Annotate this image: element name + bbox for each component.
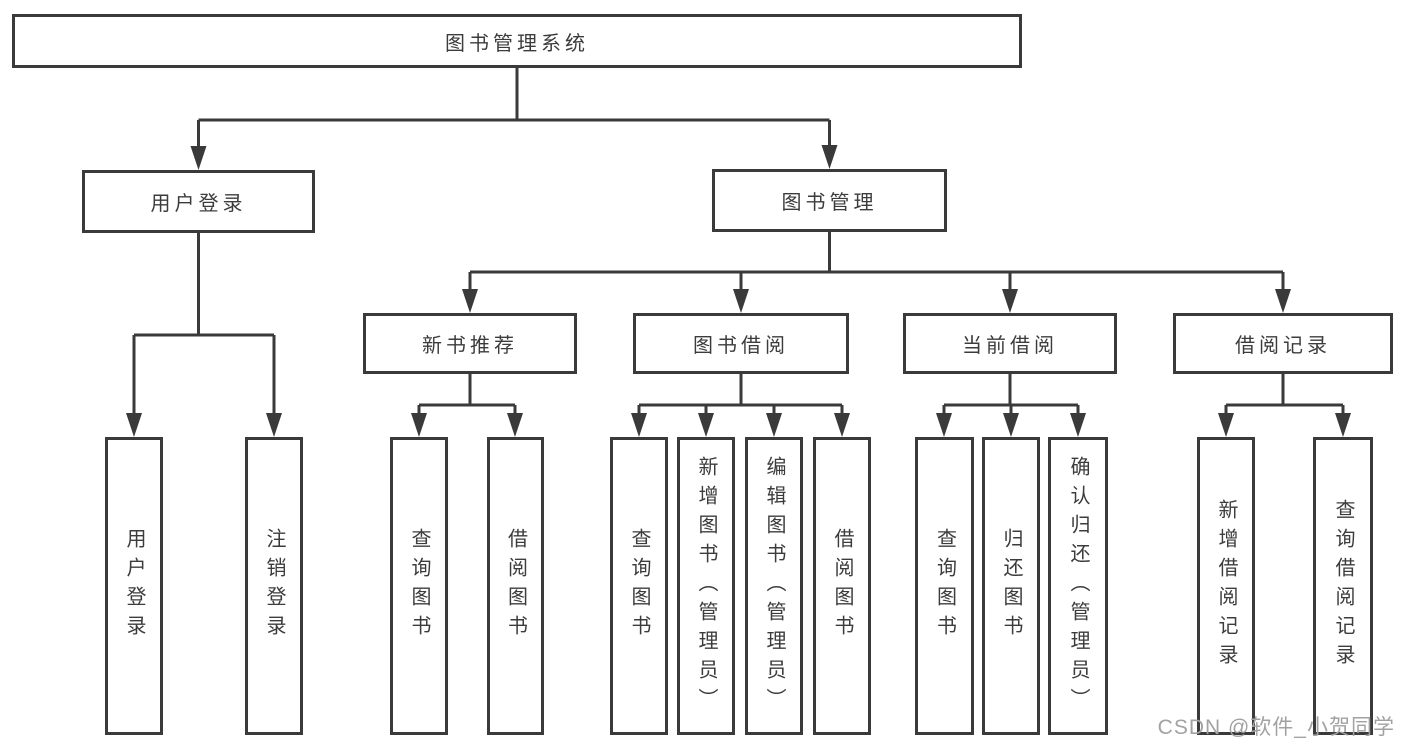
node-leaf-return-books: 归还图书	[982, 437, 1040, 735]
node-leaf-add-books-admin: 新增图书（管理员）	[677, 437, 735, 735]
node-book-borrow: 图书借阅	[633, 313, 849, 374]
node-leaf-edit-books-admin: 编辑图书（管理员）	[745, 437, 803, 735]
node-book-management: 图书管理	[712, 169, 947, 232]
node-leaf-logout: 注销登录	[245, 437, 303, 735]
node-user-login: 用户登录	[82, 170, 315, 233]
arrowhead-book-mgmt	[821, 145, 838, 169]
node-leaf-borrow-books-1: 借阅图书	[487, 437, 544, 735]
node-leaf-confirm-return-admin: 确认归还（管理员）	[1048, 437, 1108, 735]
node-leaf-user-login: 用户登录	[105, 437, 163, 735]
node-leaf-borrow-books-2: 借阅图书	[813, 437, 871, 735]
node-leaf-query-books-1: 查询图书	[390, 437, 448, 735]
csdn-watermark: CSDN @软件_小贺同学	[1157, 716, 1395, 739]
node-leaf-query-books-2: 查询图书	[610, 437, 668, 735]
node-new-book-recommend: 新书推荐	[363, 313, 577, 374]
node-root-system: 图书管理系统	[12, 14, 1022, 68]
arrowhead-user-login	[190, 146, 207, 170]
node-leaf-add-borrow-record: 新增借阅记录	[1197, 437, 1255, 735]
node-current-borrow: 当前借阅	[903, 313, 1117, 374]
node-leaf-query-borrow-record: 查询借阅记录	[1313, 437, 1373, 735]
node-leaf-query-books-3: 查询图书	[915, 437, 974, 735]
node-borrow-records: 借阅记录	[1173, 313, 1393, 374]
